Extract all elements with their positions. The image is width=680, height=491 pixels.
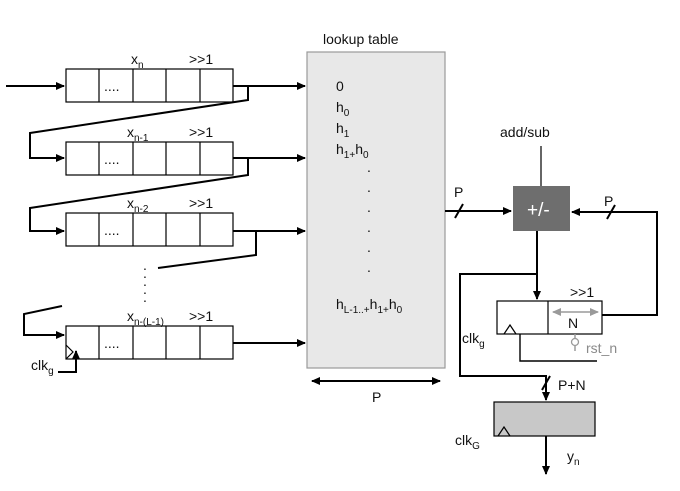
sr0-shift-label: >>1 xyxy=(189,51,213,67)
svg-text:.: . xyxy=(367,259,371,275)
acc-shift-label: >>1 xyxy=(570,284,594,300)
svg-text:.: . xyxy=(143,257,147,273)
adder-op-label: +/- xyxy=(527,200,550,221)
acc-clk-wire xyxy=(519,334,597,362)
shift-register-xn: .... xyxy=(65,68,234,103)
shift-register-xn-l-1: .... xyxy=(65,325,234,360)
chain-wire-2-3 xyxy=(157,231,257,269)
sr2-shift-label: >>1 xyxy=(189,195,213,211)
rst-bubble xyxy=(570,337,580,347)
out-clk-marker xyxy=(497,425,511,437)
sr0-x-label: xn xyxy=(131,51,144,71)
accumulator-register xyxy=(496,300,603,335)
output-y-label: yn xyxy=(567,448,580,468)
sr3-dots: .... xyxy=(104,335,120,351)
rst-label: rst_n xyxy=(586,340,617,356)
lut-title: lookup table xyxy=(323,31,399,47)
chain-wire-0-1 xyxy=(29,86,249,162)
svg-text:.: . xyxy=(367,199,371,215)
sr0-dots: .... xyxy=(104,78,120,94)
chain-wire-1-2 xyxy=(29,158,249,235)
out-clk-label: clkG xyxy=(455,432,480,452)
addsub-control-label: add/sub xyxy=(500,124,550,140)
out-bus-slash xyxy=(541,375,551,391)
adder-subtractor-block xyxy=(513,186,570,231)
svg-text:.: . xyxy=(367,159,371,175)
acc-n-label: N xyxy=(568,315,578,331)
shift-register-xn-1: .... xyxy=(65,141,234,176)
svg-text:.: . xyxy=(143,281,147,297)
register-ellipsis: . . . . . xyxy=(143,257,147,305)
sr-clk-wire xyxy=(58,350,80,373)
svg-text:.: . xyxy=(143,289,147,305)
lut-width-label: P xyxy=(372,389,381,405)
sr3-x-label: xn-(L-1) xyxy=(127,308,164,328)
lookup-table-box xyxy=(306,51,446,369)
acc-clk-marker xyxy=(503,323,517,335)
lut-entry-3: h1+h0 xyxy=(336,141,369,161)
sr1-dots: .... xyxy=(104,151,120,167)
svg-text:.: . xyxy=(367,179,371,195)
shift-register-xn-2: .... xyxy=(65,212,234,247)
lut-bus-width-label: P xyxy=(454,184,463,200)
out-bus-width-label: P+N xyxy=(558,377,586,393)
lut-entry-0: 0 xyxy=(336,78,344,94)
sr2-dots: .... xyxy=(104,222,120,238)
svg-text:.: . xyxy=(367,239,371,255)
lut-vertical-dots: . . . . . . xyxy=(367,159,371,275)
sr2-x-label: xn-2 xyxy=(127,195,149,215)
chain-wire-into-3 xyxy=(23,305,65,339)
svg-text:.: . xyxy=(143,265,147,281)
sr1-shift-label: >>1 xyxy=(189,124,213,140)
lut-bus-slash xyxy=(454,203,464,219)
acc-clk-label: clkg xyxy=(462,330,485,350)
sr-clk-label: clkg xyxy=(31,357,54,377)
feedback-bus-width-label: P xyxy=(604,193,613,209)
feedback-wire xyxy=(571,208,658,316)
sr3-shift-label: >>1 xyxy=(189,308,213,324)
sr1-x-label: xn-1 xyxy=(127,124,149,144)
lut-entry-2: h1 xyxy=(336,120,350,140)
lut-entry-1: h0 xyxy=(336,99,350,119)
output-register xyxy=(493,401,596,437)
svg-text:.: . xyxy=(143,273,147,289)
feedback-bus-slash xyxy=(606,204,616,220)
lut-entry-last: hL-1..+h1+h0 xyxy=(336,296,403,316)
svg-text:.: . xyxy=(367,219,371,235)
